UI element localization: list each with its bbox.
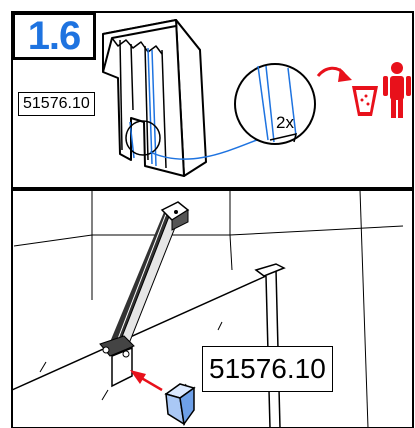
room-lines: [13, 189, 404, 428]
support-bar: [110, 212, 179, 347]
red-arrow-icon: [130, 370, 163, 392]
part-number-bottom: 51576.10: [202, 346, 333, 392]
post-top-cap: [254, 263, 286, 277]
wall-bracket: [160, 201, 190, 231]
part-number-top: 51576.10: [18, 92, 95, 116]
red-arrow-head-icon: [338, 68, 352, 82]
cap-part: [102, 19, 207, 177]
top-panel-border: [11, 11, 414, 189]
person-icon: [383, 62, 411, 118]
glass-clamp: [99, 335, 135, 388]
detail-circle-small: [125, 120, 161, 156]
detail-connector: [149, 137, 263, 160]
blue-cap-part: [164, 383, 196, 426]
quantity-label: 2x: [276, 113, 294, 132]
bottom-panel-border: [11, 189, 414, 428]
zoom-detail: [234, 63, 316, 145]
step-number: 1.6: [12, 12, 96, 60]
trash-bin-icon: [352, 86, 378, 116]
